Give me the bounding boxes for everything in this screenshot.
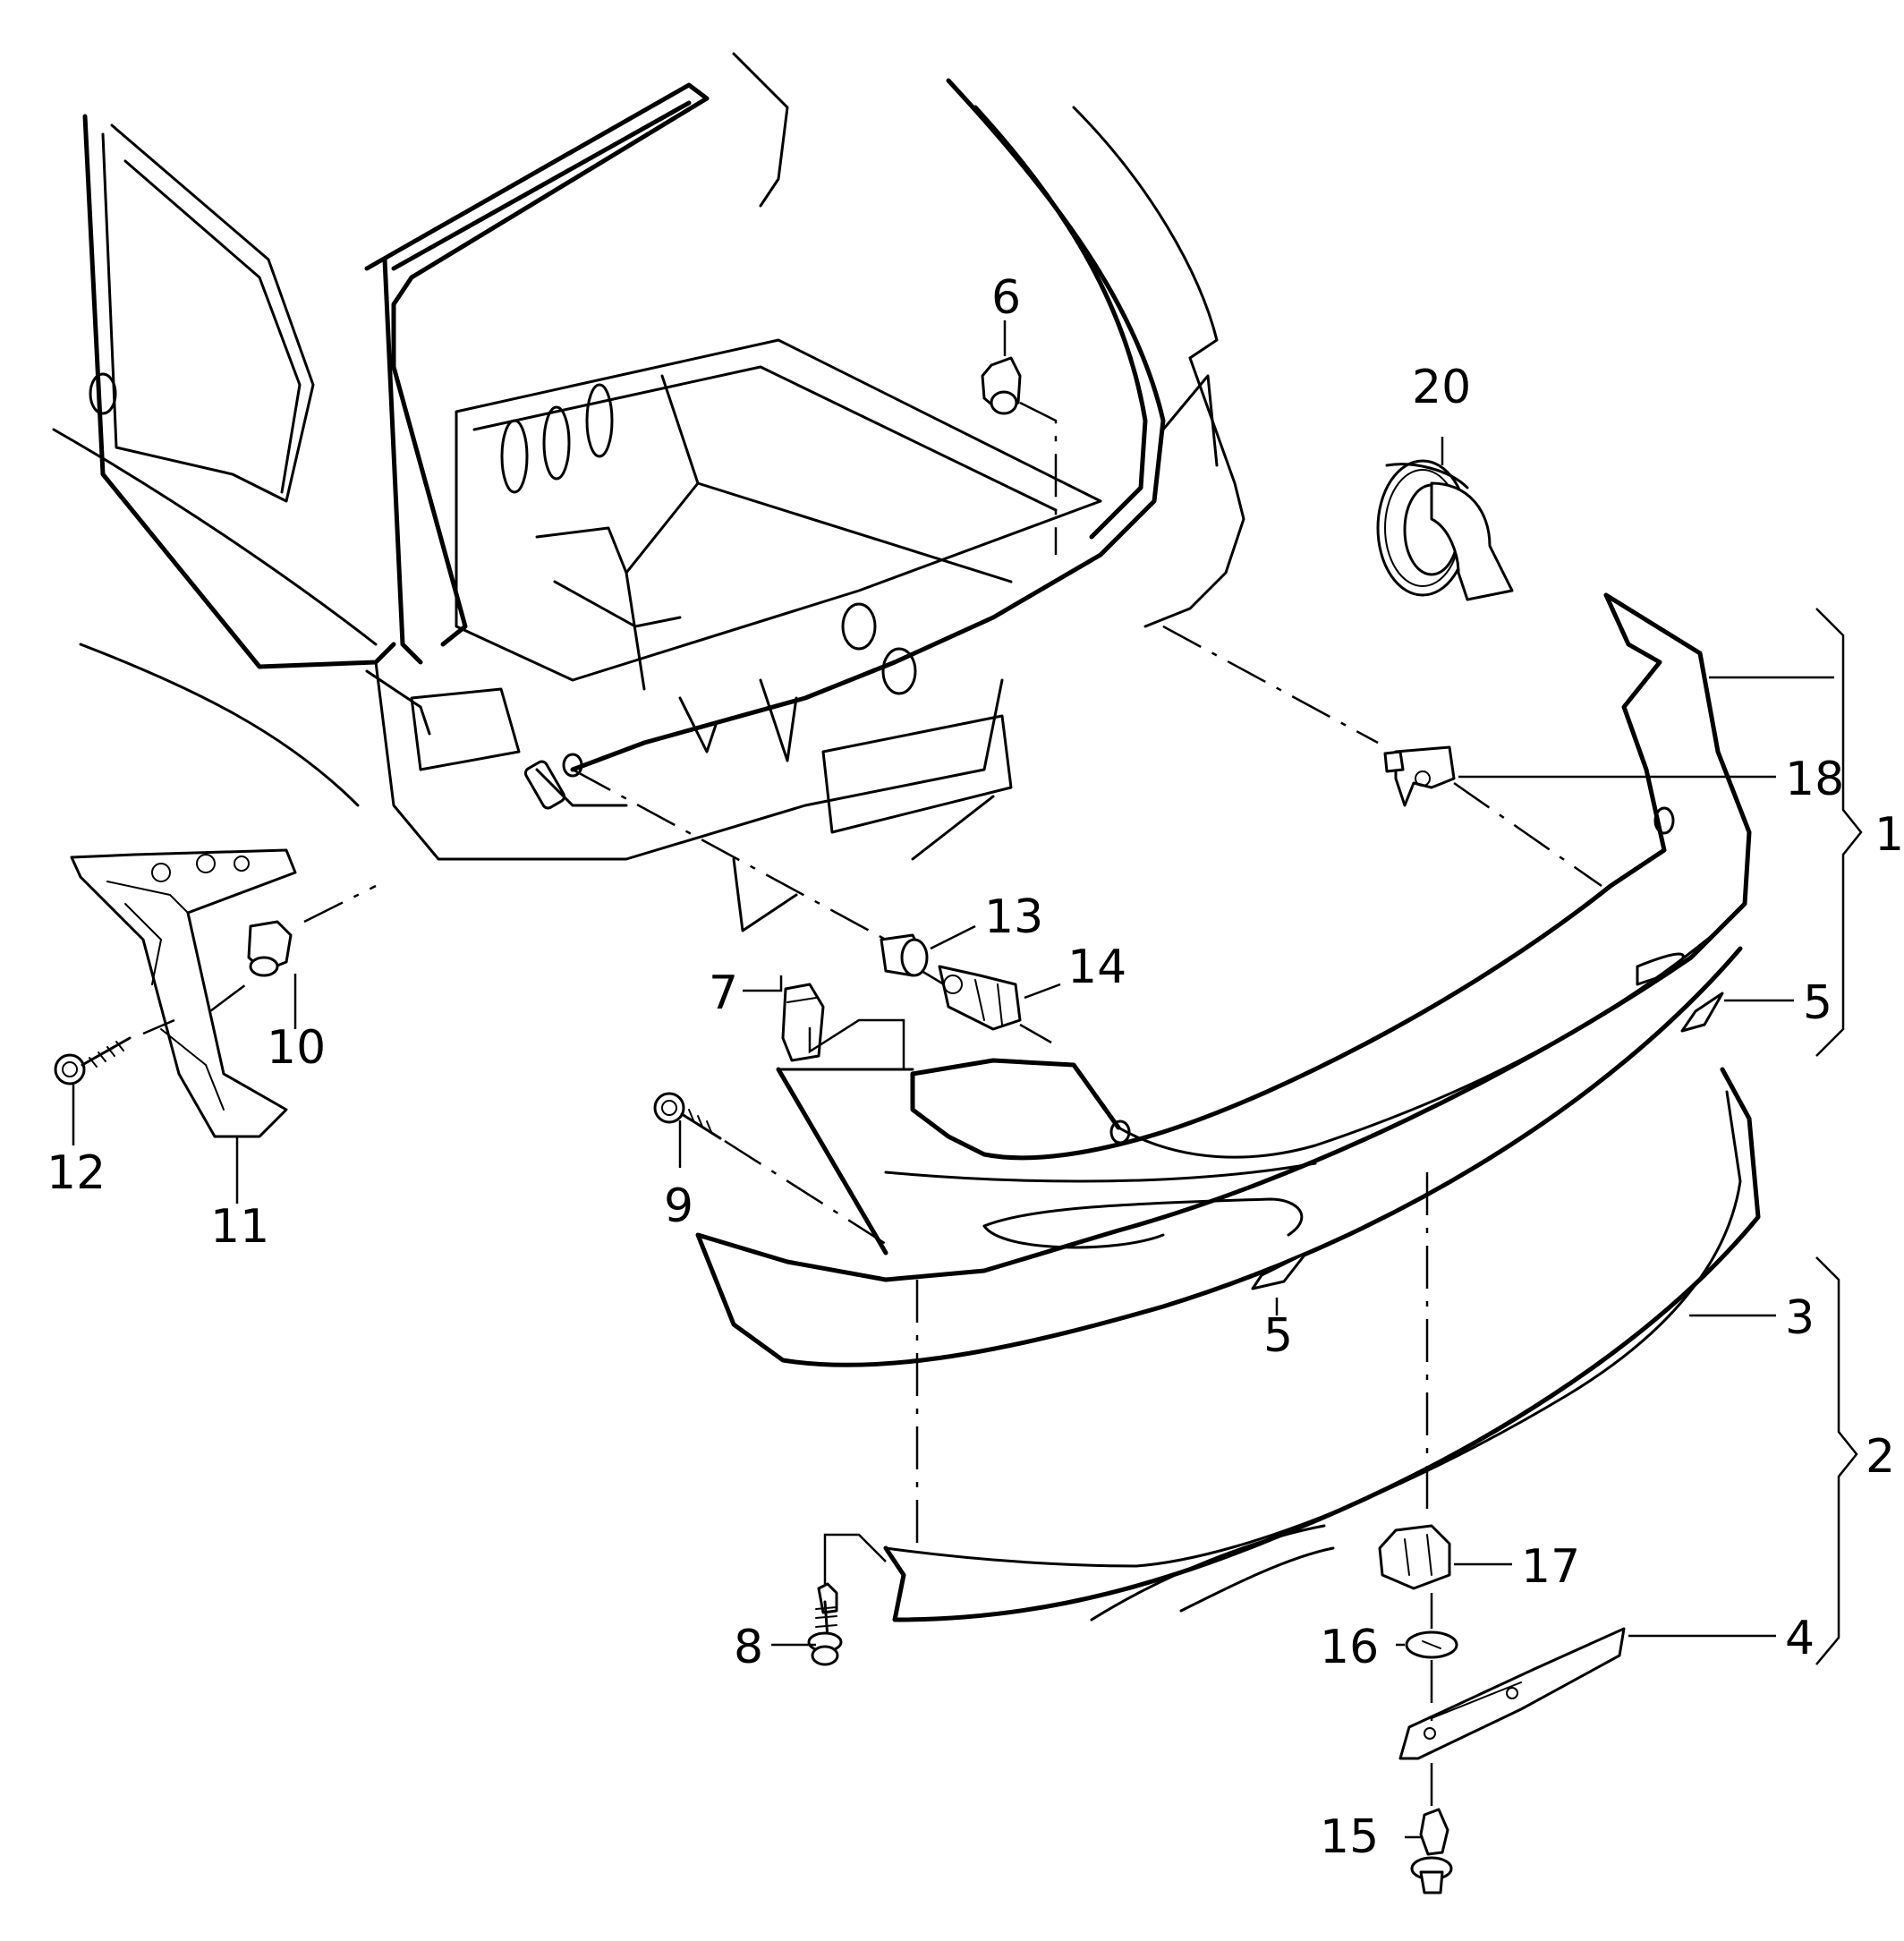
grommet-13	[880, 933, 929, 977]
lower-diffuser	[883, 1067, 1761, 1622]
bracket-18	[1383, 745, 1456, 807]
vehicle-rear-body	[52, 52, 1245, 932]
nut-6	[981, 356, 1022, 415]
callout-3: 3	[1785, 1291, 1815, 1345]
screw-8	[807, 1582, 843, 1666]
clip-7	[781, 983, 825, 1062]
clip-10	[247, 920, 293, 977]
callout-11: 11	[210, 1200, 269, 1254]
group-bracket-1	[1815, 608, 1863, 1057]
callout-8: 8	[734, 1621, 763, 1674]
callout-13: 13	[984, 890, 1043, 944]
callout-5-right: 5	[1803, 976, 1832, 1030]
leader-lines	[72, 320, 1834, 1839]
reflector-right	[1680, 992, 1724, 1033]
callout-12: 12	[47, 1146, 106, 1200]
screw-12	[54, 1036, 132, 1085]
callout-5-left: 5	[1263, 1309, 1293, 1363]
callout-20: 20	[1412, 361, 1471, 414]
callout-1: 1	[1874, 808, 1904, 862]
callout-16: 16	[1320, 1621, 1379, 1674]
callout-10: 10	[267, 1021, 326, 1075]
group-bracket-2	[1815, 1256, 1858, 1665]
callout-17: 17	[1521, 1540, 1580, 1594]
tape-roll-20	[1376, 459, 1514, 601]
trim-strip-4	[1398, 1627, 1626, 1760]
callout-14: 14	[1067, 941, 1126, 994]
callout-9: 9	[664, 1179, 693, 1233]
bumper-bracket-left	[70, 848, 297, 1138]
callout-18: 18	[1785, 753, 1844, 806]
callout-2: 2	[1866, 1430, 1895, 1484]
clip-14	[938, 965, 1022, 1031]
screw-9	[653, 1092, 722, 1140]
callout-6: 6	[991, 271, 1021, 325]
assembly-lines	[142, 401, 1602, 1808]
callout-15: 15	[1320, 1810, 1379, 1864]
clip-17	[1378, 1524, 1451, 1590]
clip-15	[1410, 1808, 1453, 1894]
callout-7: 7	[709, 966, 738, 1020]
callout-4: 4	[1785, 1612, 1815, 1665]
callout-labels: 1 2 3 4 5 5 6 7 8 9 10 11 12 13 14 15 16…	[47, 271, 1904, 1864]
bumper-cover	[695, 592, 1752, 1367]
washer-16	[1405, 1630, 1458, 1659]
reflector-left	[1251, 1251, 1308, 1290]
